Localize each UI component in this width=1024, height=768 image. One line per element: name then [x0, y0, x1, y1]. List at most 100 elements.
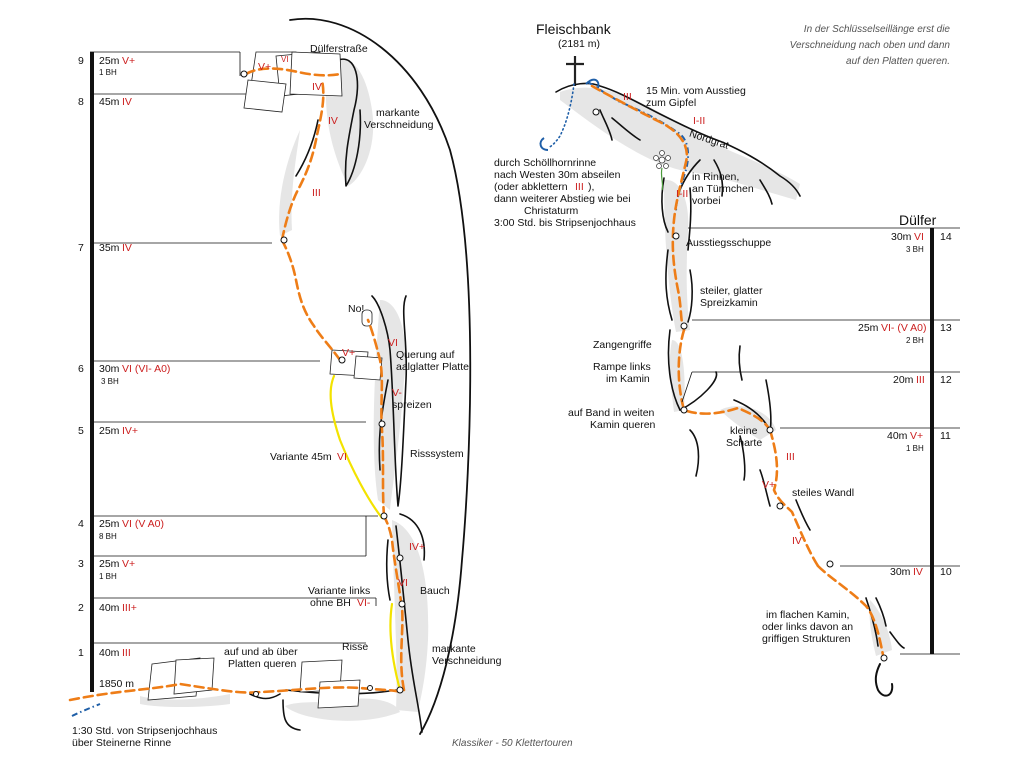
summit-area: Fleischbank (2181 m) — [536, 21, 801, 205]
summit-cross-icon — [566, 56, 584, 86]
grade-label: I-II — [676, 188, 688, 200]
left-pitch-grade: VI (VI- A0) — [122, 363, 170, 375]
label-ausstieg-2: zum Gipfel — [646, 97, 696, 109]
footer-caption: Klassiker - 50 Klettertouren — [452, 738, 573, 749]
left-pitch-grade: IV — [122, 96, 132, 108]
right-pitch-length: 25m — [858, 322, 879, 334]
label-scharte-2: Scharte — [726, 437, 762, 449]
label-risse: Risse — [342, 641, 368, 653]
label-verschneidung-bottom-1: markante — [432, 643, 476, 655]
left-pitch-number: 9 — [78, 55, 84, 67]
left-pitch-length: 25m — [99, 55, 120, 67]
label-verschneidung-bottom-2: Verschneidung — [432, 655, 502, 667]
right-pitch-scale: Dülfer 14 30m VI 3 BH 13 25m VI- (V A0) … — [681, 212, 960, 655]
label-querung-2: aalglatter Platte — [396, 361, 469, 373]
grade-label: I-II — [693, 115, 705, 127]
label-descent-5: Christaturm — [524, 205, 579, 217]
left-pitch-number: 1 — [78, 647, 84, 659]
right-pitch-grade: IV — [913, 566, 923, 578]
right-pitch-bolts: 3 BH — [906, 245, 924, 254]
left-pitch-length: 45m — [99, 96, 120, 108]
label-spreizkamin-2: Spreizkamin — [700, 297, 758, 309]
label-descent-3-grade: III — [575, 181, 584, 193]
left-pitch-grade: IV+ — [122, 425, 138, 437]
edelweiss-icon — [653, 150, 671, 191]
label-platten-2: Platten queren — [228, 658, 296, 670]
label-spreizkamin-1: steiler, glatter — [700, 285, 763, 297]
left-pitch-number: 7 — [78, 242, 84, 254]
left-pitch-bolts: 3 BH — [101, 377, 119, 386]
label-band-2: Kamin queren — [590, 419, 656, 431]
right-pitch-grade: VI- (V A0) — [881, 322, 927, 334]
label-descent-3-end: ), — [588, 181, 594, 193]
grade-label: VI — [388, 337, 398, 349]
left-pitch-number: 3 — [78, 558, 84, 570]
label-wandl: steiles Wandl — [792, 487, 854, 499]
left-pitch-number: 8 — [78, 96, 84, 108]
grade-label: IV+ — [409, 541, 425, 553]
label-rampe-1: Rampe links — [593, 361, 651, 373]
label-bauch: Bauch — [420, 585, 450, 597]
label-spreizen: spreizen — [392, 399, 432, 411]
left-pitch-grade: IV — [122, 242, 132, 254]
grade-label: III — [786, 451, 795, 463]
label-zangengriffe: Zangengriffe — [593, 339, 652, 351]
left-pitch-grade: III+ — [122, 602, 137, 614]
left-belay-stations — [240, 70, 406, 697]
label-duelferstrasse: Dülferstraße — [310, 43, 368, 55]
label-variante-links-2: ohne BH — [310, 597, 351, 609]
left-pitch-length: 40m — [99, 602, 120, 614]
label-ausstiegsschuppe: Ausstiegsschuppe — [686, 237, 771, 249]
grade-label: III — [312, 187, 321, 199]
left-pitch-bolts: 1 BH — [99, 68, 117, 77]
left-annotations: Dülferstraße markante Verschneidung V+ V… — [72, 43, 502, 749]
left-pitch-length: 25m — [99, 558, 120, 570]
left-pitch-grade: V+ — [122, 55, 135, 67]
left-pitch-length: 25m — [99, 518, 120, 530]
right-pitch-length: 20m — [893, 374, 914, 386]
label-descent-2: nach Westen 30m abseilen — [494, 169, 621, 181]
label-kamin-1: im flachen Kamin, — [766, 609, 849, 621]
left-pitch-bolts: 1 BH — [99, 572, 117, 581]
grade-label: VI — [337, 451, 347, 463]
right-annotations: 15 Min. vom Ausstieg zum Gipfel III I-II… — [494, 85, 854, 645]
grade-label: V+ — [258, 61, 271, 73]
left-pitch-length: 25m — [99, 425, 120, 437]
label-descent-1: durch Schöllhornrinne — [494, 157, 596, 169]
right-route-lines — [539, 78, 886, 662]
label-descent-6: 3:00 Std. bis Stripsenjochhaus — [494, 217, 636, 229]
label-scharte-1: kleine — [730, 425, 758, 437]
left-pitch-scale: 9 25m V+ 1 BH 8 45m IV 7 35m IV 6 30m VI… — [78, 51, 378, 692]
grade-label: VI — [281, 55, 289, 64]
label-kamin-3: griffigen Strukturen — [762, 633, 851, 645]
label-descent-4: dann weiterer Abstieg wie bei — [494, 193, 631, 205]
left-pitch-length: 30m — [99, 363, 120, 375]
summit-altitude: (2181 m) — [558, 38, 600, 50]
right-pitch-grade: III — [916, 374, 925, 386]
label-variante-links-1: Variante links — [308, 585, 370, 597]
right-belay-stations — [592, 108, 888, 662]
route-name-right: Dülfer — [899, 212, 937, 228]
label-approach-1: 1:30 Std. von Stripsenjochhaus — [72, 725, 217, 737]
label-verschneidung-top-2: Verschneidung — [364, 119, 434, 131]
grade-label: VI — [398, 577, 408, 589]
summit-name: Fleischbank — [536, 21, 612, 37]
right-rock-face — [661, 177, 905, 697]
grade-label: VI- — [357, 597, 371, 609]
label-descent-3: (oder abklettern — [494, 181, 568, 193]
label-rampe-2: im Kamin — [606, 373, 650, 385]
label-platten-1: auf und ab über — [224, 646, 298, 658]
right-pitch-number: 14 — [940, 231, 952, 243]
grade-label: V+ — [342, 347, 355, 359]
left-pitch-grade: III — [122, 647, 131, 659]
left-pitch-length: 35m — [99, 242, 120, 254]
grade-label: III — [623, 91, 632, 103]
label-no: No! — [348, 303, 364, 315]
label-band-1: auf Band in weiten — [568, 407, 655, 419]
label-querung-1: Querung auf — [396, 349, 454, 361]
label-rinnen-2: an Türmchen — [692, 183, 754, 195]
right-pitch-length: 30m — [890, 566, 911, 578]
